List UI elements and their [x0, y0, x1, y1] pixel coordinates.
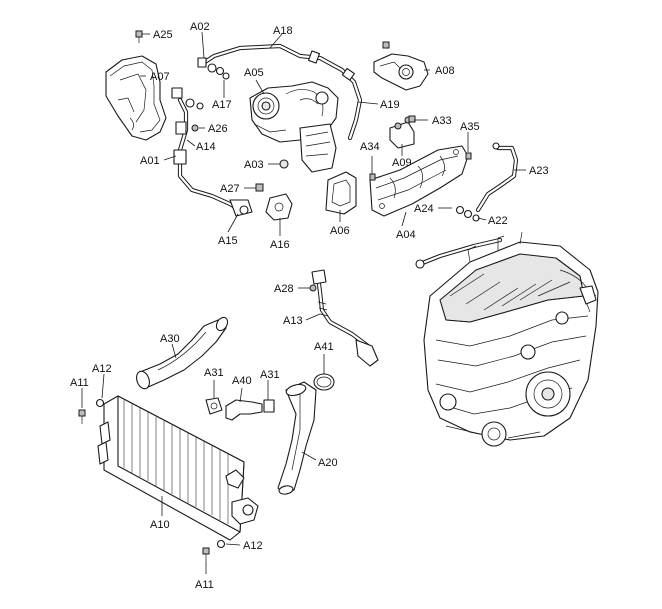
- callout-a04: A04: [396, 229, 416, 241]
- turbocharger-part: [249, 81, 339, 173]
- intake-hose-part-a30: [136, 316, 229, 390]
- exhaust-shield-part-a04: [369, 145, 469, 217]
- callout-a41: A41: [314, 341, 334, 353]
- fitting-part-a15: [229, 199, 253, 217]
- engine-assembly: [415, 231, 599, 447]
- callout-a17: A17: [212, 99, 232, 111]
- line-part-a23: [475, 142, 519, 213]
- washer-part-a12-bottom: [216, 539, 226, 549]
- callout-a01: A01: [140, 155, 160, 167]
- bolt-part-a11-top: [78, 409, 86, 424]
- callout-a23: A23: [529, 165, 549, 177]
- heat-shield-part: [105, 55, 167, 141]
- bolt-part-a11-bottom: [202, 547, 210, 562]
- banjo-bolt-part-a02: [197, 57, 225, 76]
- callout-a31-left: A31: [204, 367, 224, 379]
- bolt-part-a33: [408, 115, 416, 123]
- callout-a14: A14: [196, 141, 216, 153]
- callout-a20: A20: [318, 457, 338, 469]
- gasket-part-a22: [455, 205, 480, 222]
- callout-a28: A28: [274, 283, 294, 295]
- callout-a26: A26: [208, 123, 228, 135]
- callout-a10: A10: [150, 519, 170, 531]
- tube-part-a13: [311, 269, 379, 367]
- bolt-part-a27: [255, 183, 264, 192]
- seal-ring-part-a41: [313, 373, 335, 391]
- callout-a35: A35: [460, 121, 480, 133]
- clamp-part-a31-right: [263, 399, 275, 413]
- bolt-part-a34: [369, 173, 376, 181]
- bracket-part-a08: [373, 41, 429, 91]
- clamp-part-a31-left: [205, 397, 223, 415]
- callout-a11-bottom: A11: [195, 579, 214, 591]
- callout-a12-top: A12: [92, 363, 112, 375]
- callout-a07: A07: [150, 71, 170, 83]
- callout-a09: A09: [392, 157, 412, 169]
- washer-part-a17: [222, 72, 230, 80]
- bolt-part-a35: [465, 152, 472, 160]
- washer-part-a12-top: [95, 398, 105, 408]
- coolant-pipe-part-a18: [202, 43, 363, 141]
- callout-a24: A24: [414, 203, 434, 215]
- callout-a02: A02: [190, 21, 210, 33]
- flange-part-a16: [265, 193, 293, 221]
- callout-a25: A25: [153, 29, 173, 41]
- callout-a31-right: A31: [260, 369, 280, 381]
- bolt-part-a26: [191, 124, 199, 132]
- callout-a33: A33: [432, 115, 452, 127]
- nut-part-a03: [279, 159, 289, 169]
- oil-line-part-a14: [171, 87, 243, 213]
- callout-a40: A40: [232, 375, 252, 387]
- leader-lines: [81, 31, 526, 574]
- gasket-part-a06: [325, 171, 357, 215]
- callout-a13: A13: [283, 315, 303, 327]
- intercooler-part-a10: [97, 395, 259, 541]
- callout-labels: A25 A02 A18 A05 A07 A08 A17 A19 A26 A33 …: [70, 21, 549, 591]
- callout-a05: A05: [244, 67, 264, 79]
- callout-a30: A30: [160, 333, 180, 345]
- callout-a03: A03: [244, 159, 264, 171]
- hose-part-a40: [225, 399, 263, 421]
- charge-pipe-part-a20: [277, 381, 317, 495]
- bracket-part-a09: [389, 116, 415, 149]
- callout-a18: A18: [273, 25, 293, 37]
- callout-a16: A16: [270, 239, 290, 251]
- callout-a11-top: A11: [70, 377, 89, 389]
- callout-a15: A15: [218, 235, 238, 247]
- bolt-part-a25: [135, 30, 143, 43]
- callout-a27: A27: [220, 183, 240, 195]
- callout-a08: A08: [435, 65, 455, 77]
- callout-a06: A06: [330, 225, 350, 237]
- callout-a34: A34: [360, 141, 380, 153]
- clip-part-a28: [309, 284, 317, 292]
- callout-a22: A22: [488, 215, 508, 227]
- callout-a19: A19: [380, 99, 400, 111]
- callout-a12-bottom: A12: [243, 540, 263, 552]
